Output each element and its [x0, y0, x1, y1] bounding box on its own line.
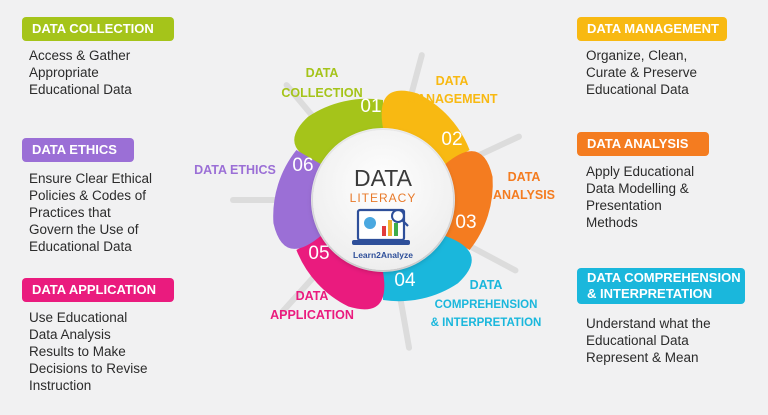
- card-desc-comprehension: Understand what the Educational Data Rep…: [586, 315, 711, 366]
- card-desc-line: Data Modelling &: [586, 181, 689, 196]
- segment-label-ethics: DATA ETHICS: [194, 163, 276, 177]
- card-desc-line: Educational Data: [586, 333, 689, 348]
- segment-number-application: 05: [308, 243, 329, 264]
- card-desc-line: Ensure Clear Ethical: [29, 171, 153, 186]
- card-desc-application: Use Educational Data Analysis Results to…: [29, 309, 148, 394]
- segment-number-management: 02: [441, 129, 462, 150]
- segment-comprehension: [383, 236, 472, 302]
- segment-label-comprehension: & INTERPRETATION: [431, 317, 542, 329]
- card-title-management: DATA MANAGEMENT: [577, 17, 727, 41]
- card-desc-line: Use Educational: [29, 310, 128, 325]
- segment-ethics: [273, 150, 321, 249]
- card-desc-line: Apply Educational: [586, 164, 695, 179]
- center-title: DATA: [354, 165, 413, 191]
- card-desc-ethics: Ensure Clear Ethical Policies & Codes of…: [29, 170, 152, 255]
- card-title-analysis-text: DATA ANALYSIS: [587, 136, 689, 151]
- card-desc-collection: Access & Gather Appropriate Educational …: [29, 47, 132, 98]
- card-desc-line: Appropriate: [29, 65, 99, 80]
- card-desc-management: Organize, Clean, Curate & Preserve Educa…: [586, 47, 697, 98]
- segment-label-application: APPLICATION: [270, 308, 354, 322]
- card-desc-line: Understand what the: [586, 316, 711, 331]
- card-desc-line: Access & Gather: [29, 48, 131, 63]
- card-title-comprehension: DATA COMPREHENSION & INTERPRETATION: [577, 268, 745, 304]
- segment-analysis: [445, 151, 493, 250]
- card-title-ethics-text: DATA ETHICS: [32, 142, 117, 157]
- segment-label-comprehension: COMPREHENSION: [435, 299, 538, 311]
- segment-label-comprehension: DATA: [470, 278, 503, 292]
- card-desc-line: Curate & Preserve: [586, 65, 698, 80]
- card-title-comprehension-line: DATA COMPREHENSION: [587, 270, 741, 285]
- card-title-ethics: DATA ETHICS: [22, 138, 134, 162]
- card-desc-line: Organize, Clean,: [586, 48, 688, 63]
- segment-label-management: DATA: [436, 74, 469, 88]
- card-title-analysis: DATA ANALYSIS: [577, 132, 709, 156]
- center-subtitle: LITERACY: [350, 191, 417, 205]
- segment-label-collection: DATA: [306, 66, 339, 80]
- segment-label-application: DATA: [296, 289, 329, 303]
- card-desc-analysis: Apply Educational Data Modelling & Prese…: [586, 163, 694, 231]
- segment-collection: [294, 98, 383, 164]
- segment-number-ethics: 06: [292, 155, 313, 176]
- card-desc-line: Educational Data: [29, 239, 132, 254]
- center-disc: [313, 130, 453, 270]
- center-circle: DATA LITERACY Learn2Analyze: [313, 130, 453, 270]
- card-desc-line: Educational Data: [586, 82, 689, 97]
- card-desc-line: Presentation: [586, 198, 662, 213]
- card-desc-line: Educational Data: [29, 82, 132, 97]
- segment-management: [381, 90, 470, 164]
- card-desc-line: Decisions to Revise: [29, 361, 148, 376]
- card-desc-line: Data Analysis: [29, 327, 111, 342]
- segment-label-analysis: ANALYSIS: [493, 188, 555, 202]
- card-title-application-text: DATA APPLICATION: [32, 282, 156, 297]
- card-title-comprehension-line: & INTERPRETATION: [587, 286, 713, 301]
- card-desc-line: Practices that: [29, 205, 111, 220]
- segment-label-collection: COLLECTION: [281, 86, 362, 100]
- card-desc-line: Policies & Codes of: [29, 188, 147, 203]
- segment-application: [296, 236, 385, 310]
- logo-text: Learn2Analyze: [353, 250, 413, 260]
- segment-number-comprehension: 04: [394, 270, 416, 291]
- card-title-application: DATA APPLICATION: [22, 278, 174, 302]
- segment-label-management: MANAGEMENT: [407, 92, 498, 106]
- card-desc-line: Instruction: [29, 378, 92, 393]
- segment-number-collection: 01: [360, 96, 381, 117]
- card-desc-line: Govern the Use of: [29, 222, 139, 237]
- card-desc-line: Results to Make: [29, 344, 126, 359]
- card-desc-line: Methods: [586, 215, 638, 230]
- card-title-management-text: DATA MANAGEMENT: [587, 21, 719, 36]
- segment-label-analysis: DATA: [508, 170, 541, 184]
- segment-number-analysis: 03: [455, 212, 476, 233]
- card-desc-line: Represent & Mean: [586, 350, 699, 365]
- laptop-chart-icon: [352, 208, 410, 245]
- card-title-collection-text: DATA COLLECTION: [32, 21, 154, 36]
- card-title-collection: DATA COLLECTION: [22, 17, 174, 41]
